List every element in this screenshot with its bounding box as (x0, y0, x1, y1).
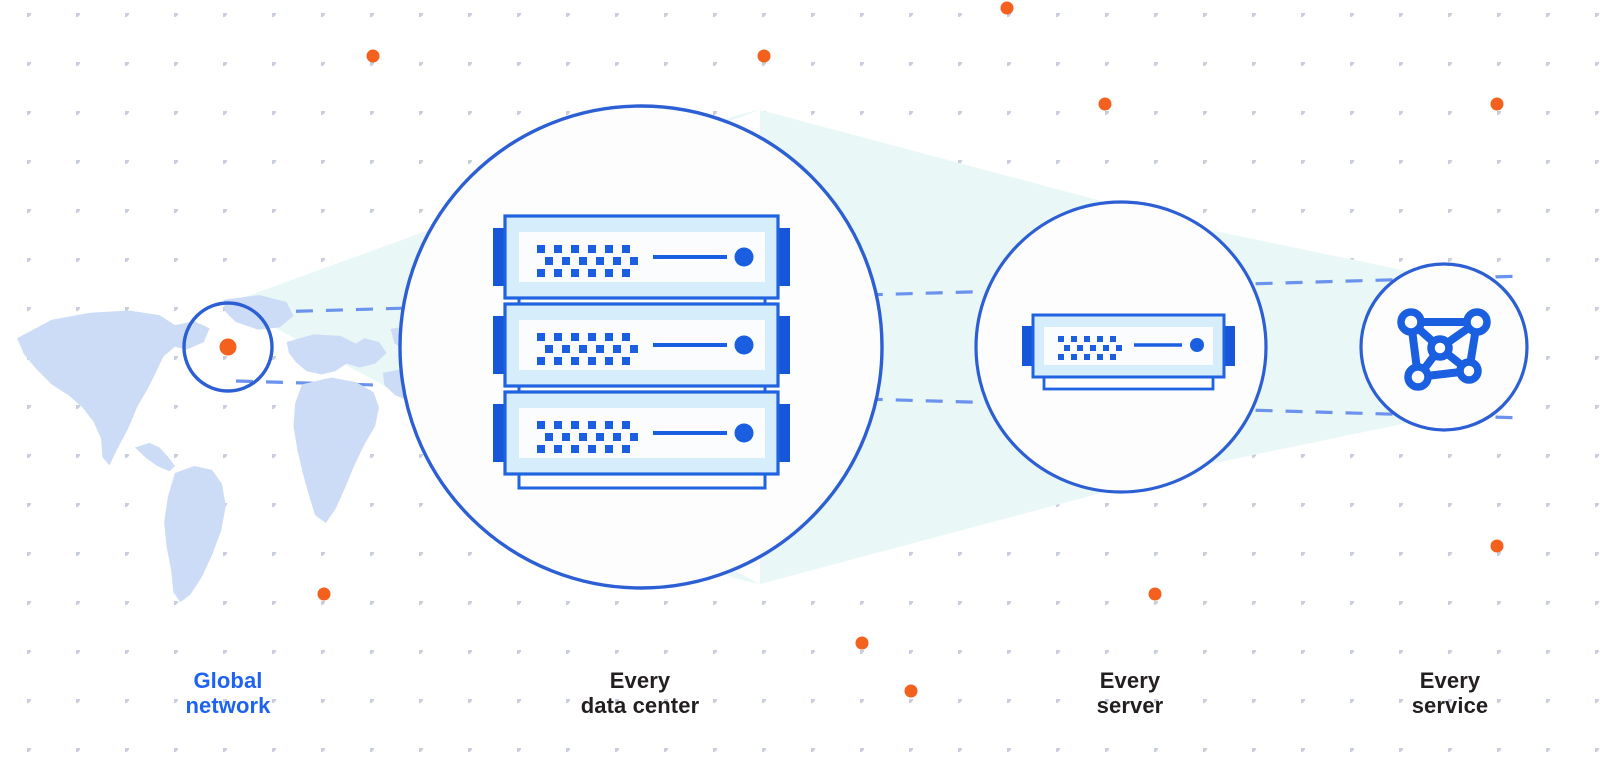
accent-dot (1098, 97, 1112, 111)
graph-node-center (1427, 335, 1453, 361)
server-unit-led-grid (1058, 336, 1122, 360)
network-graph-icon (1397, 308, 1491, 391)
graph-node-bot-left (1404, 363, 1432, 391)
graph-node-top-left (1397, 308, 1425, 336)
rack-unit-2-led-grid (537, 333, 638, 365)
graph-node-bot-right (1456, 358, 1482, 384)
accent-dot (757, 49, 771, 63)
rack-unit-3 (493, 390, 790, 490)
global-zoom-circle (182, 301, 274, 393)
stage-label-every-server: Every server (1096, 668, 1164, 718)
accent-dot (1148, 587, 1162, 601)
accent-dot (1490, 97, 1504, 111)
rack-unit-3-led-grid (537, 421, 638, 453)
server-rack-icon (493, 214, 790, 490)
stage-label-every-data-center: Every data center (580, 668, 700, 718)
rack-unit-2 (493, 302, 790, 402)
accent-dot (1000, 1, 1014, 15)
accent-dot (366, 49, 380, 63)
stage-label-global-network: Global network (185, 668, 271, 718)
rack-unit-1-led-grid (537, 245, 638, 277)
accent-dot (904, 684, 918, 698)
accent-dot (317, 587, 331, 601)
map-marker-dot (219, 338, 237, 356)
graph-node-top-right (1463, 308, 1491, 336)
server-unit-icon (1022, 313, 1235, 391)
accent-dot (1490, 539, 1504, 553)
accent-dot (855, 636, 869, 650)
stage-label-every-service: Every service (1411, 668, 1489, 718)
